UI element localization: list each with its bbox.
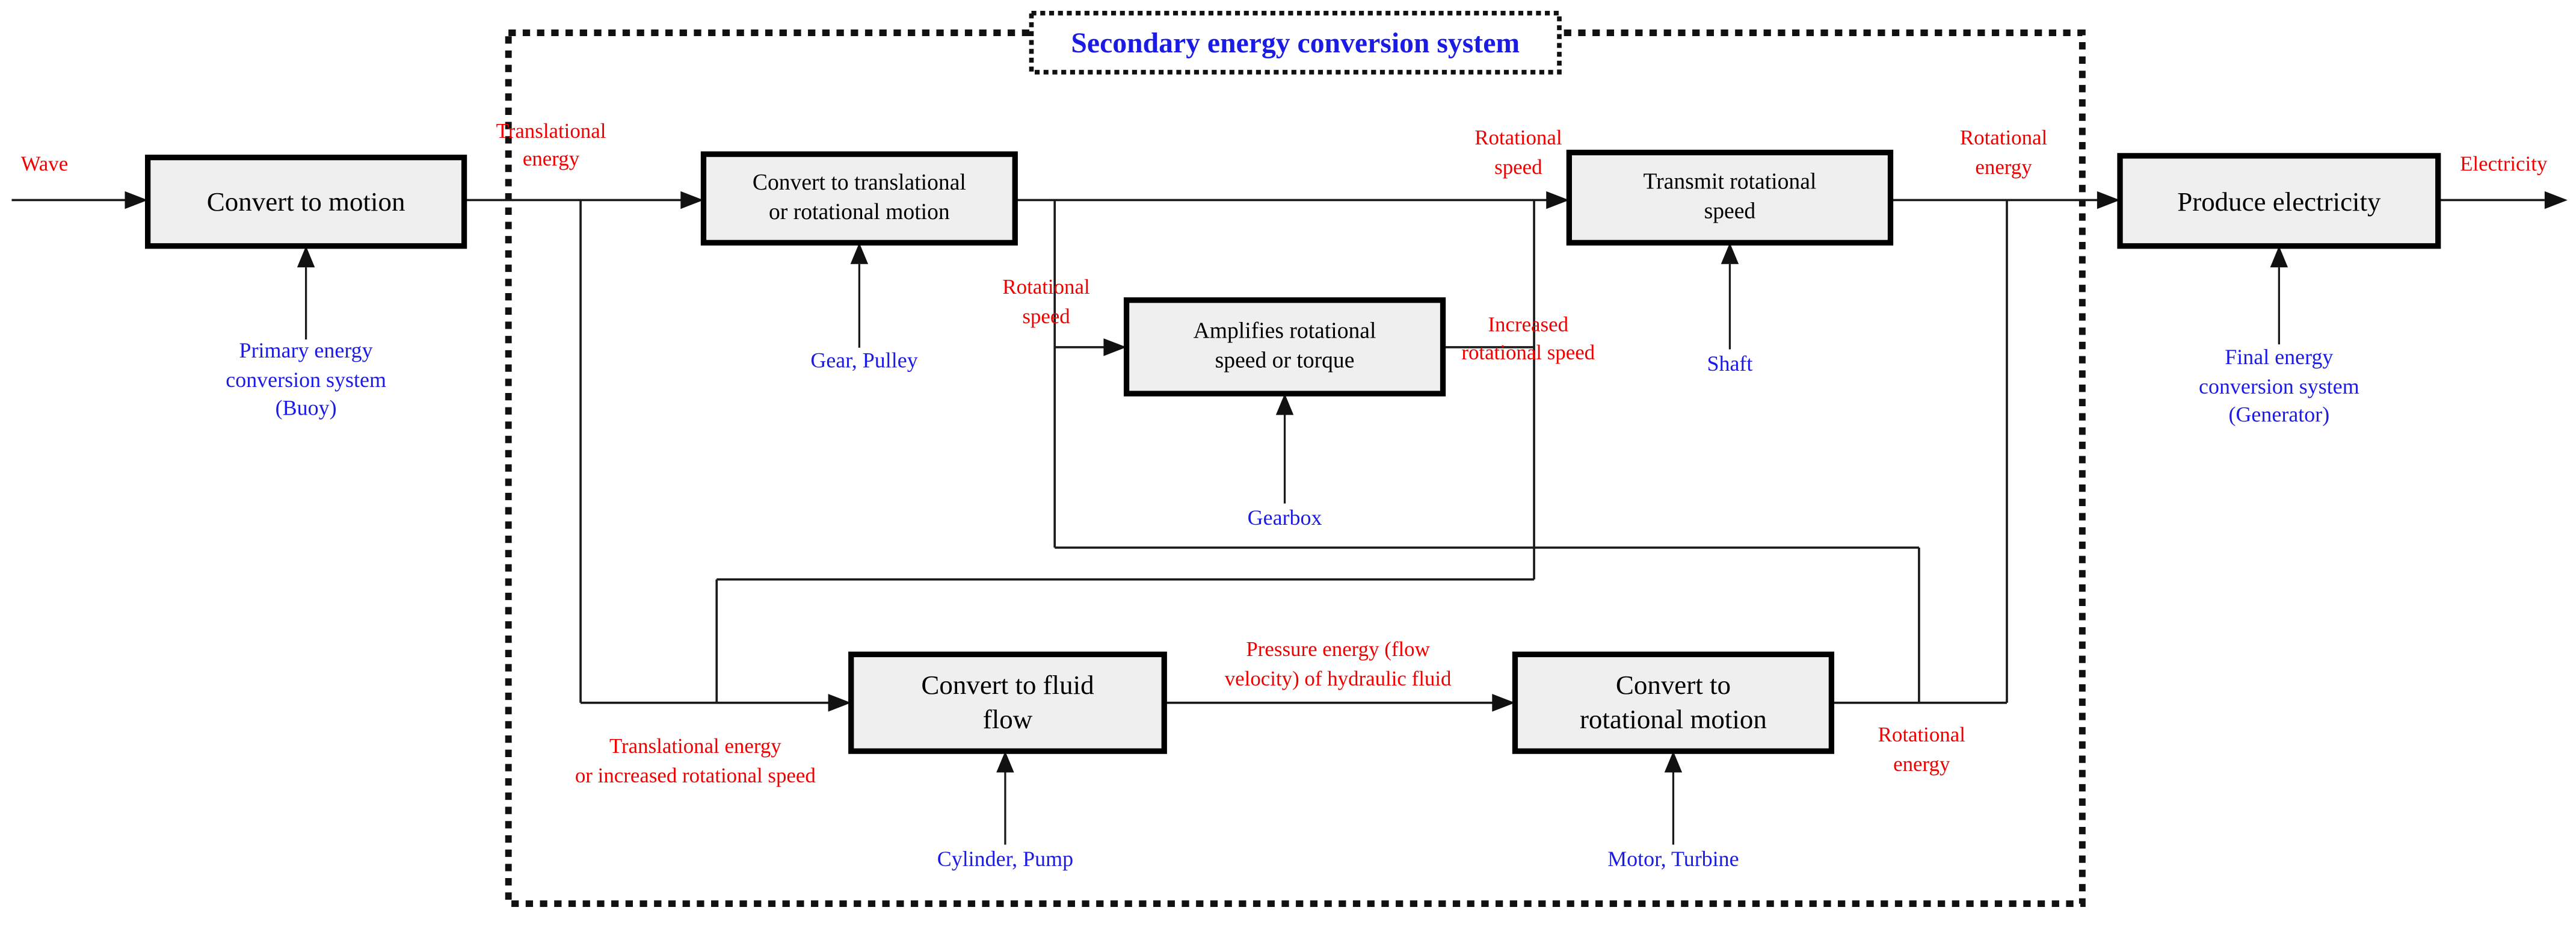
label-convert-to-motion: Convert to motion — [207, 187, 405, 217]
arrowhead-electricity-out — [2544, 191, 2568, 209]
box-produce-electricity — [2117, 153, 2441, 249]
arrowhead-cylinder-pump — [996, 751, 1014, 773]
component-arrows — [304, 264, 2281, 845]
flow-label-trans-or-increased-line2: or increased rotational speed — [575, 764, 816, 787]
arrowhead-into-transmit — [1546, 191, 1570, 209]
diagram-title: Secondary energy conversion system — [1071, 28, 1520, 59]
box-transmit — [1566, 149, 1894, 246]
box-convert-fluid-flow — [848, 651, 1167, 754]
flow-label-rotational-energy-bottom-line2: energy — [1893, 752, 1950, 776]
component-label-motor-turbine: Motor, Turbine — [1607, 847, 1739, 871]
label-amplifies-line2: speed or torque — [1215, 347, 1355, 373]
label-rotational-motion-line1: Convert to — [1616, 670, 1731, 700]
box-convert-translational-rotational — [700, 151, 1018, 246]
component-label-gear-pulley: Gear, Pulley — [810, 348, 917, 372]
arrowhead-into-amplifies — [1103, 338, 1127, 356]
label-convert-translational-line1: Convert to translational — [753, 170, 966, 195]
component-label-shaft: Shaft — [1707, 351, 1752, 376]
arrowhead-into-rotational-motion — [1492, 694, 1515, 712]
flow-connectors — [11, 199, 2545, 704]
component-label-primary-line3: (Buoy) — [276, 395, 337, 419]
flow-label-rotational-energy-top-line2: energy — [1975, 155, 2032, 179]
flow-label-pressure-line1: Pressure energy (flow — [1246, 637, 1430, 661]
flow-label-rotational-speed-gear-line1: Rotational — [1002, 275, 1089, 299]
arrowhead-into-convert-to-motion — [125, 191, 148, 209]
title-box — [1029, 10, 1562, 75]
arrowhead-into-produce-electricity — [2097, 191, 2121, 209]
label-fluid-flow-line2: flow — [983, 704, 1033, 734]
box-convert-rotational-motion — [1512, 651, 1835, 754]
flow-label-trans-or-increased-line1: Translational energy — [609, 734, 781, 758]
label-transmit-line1: Transmit rotational — [1643, 169, 1816, 194]
arrowhead-shaft — [1721, 243, 1739, 264]
label-fluid-flow-line1: Convert to fluid — [921, 670, 1094, 700]
arrowhead-gear-pulley — [850, 243, 869, 264]
label-rotational-motion-line2: rotational motion — [1580, 704, 1767, 734]
flow-label-increased-line2: rotational speed — [1461, 341, 1595, 364]
label-amplifies-line1: Amplifies rotational — [1194, 318, 1376, 343]
flow-label-rotational-energy-top-line1: Rotational — [1960, 126, 2047, 149]
flow-label-pressure-line2: velocity) of hydraulic fluid — [1225, 667, 1452, 690]
flow-label-translational-energy-line2: energy — [523, 147, 580, 170]
flow-label-translational-energy-line1: Translational — [496, 119, 606, 143]
flow-label-rotational-speed-gear-line2: speed — [1022, 305, 1070, 328]
flow-label-wave: Wave — [21, 152, 69, 175]
box-convert-to-motion — [145, 154, 467, 249]
label-transmit-line2: speed — [1704, 198, 1756, 223]
flow-label-rotational-speed-shaft-line2: speed — [1494, 155, 1542, 179]
component-label-final-line1: Final energy — [2225, 345, 2333, 369]
arrowhead-gearbox — [1275, 394, 1294, 415]
arrowhead-buoy — [297, 246, 315, 268]
box-amplifies — [1123, 297, 1446, 397]
component-label-gearbox: Gearbox — [1248, 506, 1322, 530]
label-convert-translational-line2: or rotational motion — [769, 199, 950, 224]
arrowhead-into-convert-translational — [680, 191, 704, 209]
arrowhead-motor-turbine — [1664, 751, 1683, 773]
component-label-final-line2: conversion system — [2199, 374, 2359, 398]
flow-label-rotational-energy-bottom-line1: Rotational — [1878, 723, 1965, 746]
flow-label-electricity: Electricity — [2460, 152, 2548, 175]
component-label-primary-line1: Primary energy — [239, 338, 373, 362]
component-label-primary-line2: conversion system — [226, 368, 386, 392]
arrowhead-into-fluid-flow — [828, 694, 851, 712]
component-label-final-line3: (Generator) — [2228, 402, 2329, 426]
flow-label-rotational-speed-shaft-line1: Rotational — [1474, 126, 1562, 149]
flow-label-increased-line1: Increased — [1488, 312, 1568, 336]
label-produce-electricity: Produce electricity — [2177, 187, 2381, 217]
component-label-cylinder-pump: Cylinder, Pump — [937, 847, 1073, 871]
arrowhead-generator — [2270, 246, 2288, 268]
